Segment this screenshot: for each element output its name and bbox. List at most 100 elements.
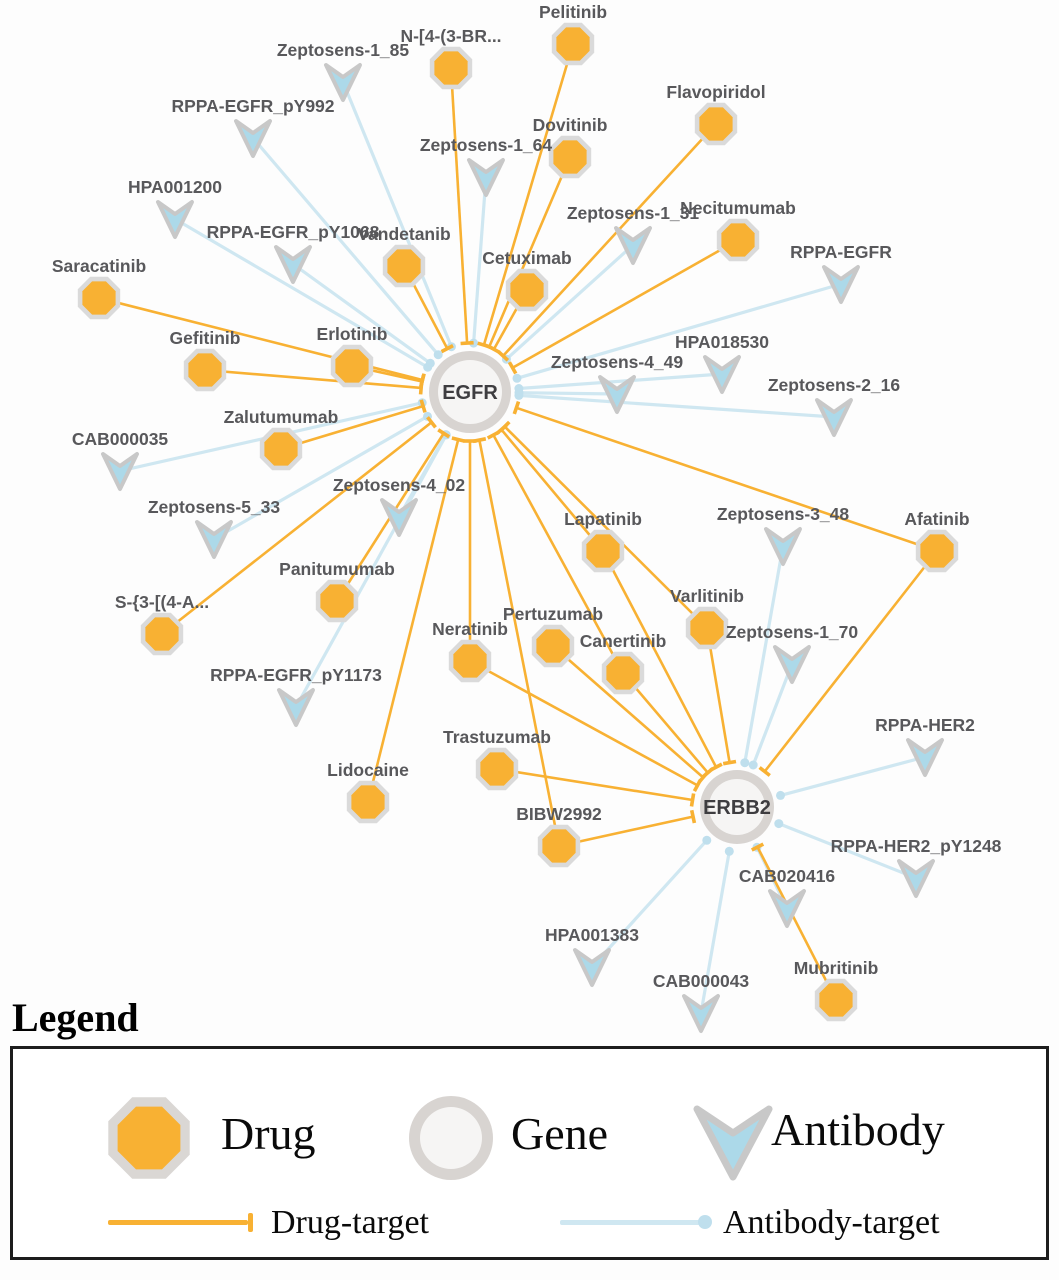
legend-label-gene: Gene <box>511 1108 609 1159</box>
antibody-node-RPPA-EGFR_pY992 <box>234 119 272 158</box>
node-label-Zeptosens-5_33: Zeptosens-5_33 <box>148 497 281 517</box>
antibody-node-Zeptosens-4_02 <box>380 498 418 537</box>
edge-antibody-target <box>174 217 429 369</box>
edge-antibody-target <box>778 822 917 880</box>
edge-drug-target <box>280 404 424 451</box>
legend-label-antibody-target: Antibody-target <box>723 1204 940 1241</box>
drug-node-Afatinib <box>915 529 959 573</box>
antibody-node-CAB000043 <box>682 994 720 1033</box>
drug-node-Flavopiridol <box>694 102 738 146</box>
circle-arrowhead <box>425 358 435 368</box>
node-label-S3A: S-{3-[(4-A... <box>115 592 209 612</box>
edge-drug-target <box>601 550 718 768</box>
antibody-node-RPPA-EGFR_pY1068 <box>274 245 312 284</box>
node-label-EGFR: EGFR <box>442 382 498 404</box>
tee-arrowhead <box>426 416 437 429</box>
antibody-node-Zeptosens-1_31 <box>614 226 652 265</box>
edge-drug-target <box>705 627 731 763</box>
antibody-node-Zeptosens-3_48 <box>764 527 802 566</box>
edge-drug-target <box>503 425 708 629</box>
edge-antibody-target <box>505 243 635 361</box>
circle-arrowhead <box>776 790 785 800</box>
edge-drug-target <box>449 67 469 344</box>
node-label-CAB020416: CAB020416 <box>739 866 836 886</box>
tee-arrowhead <box>487 344 501 354</box>
node-label-Lidocaine: Lidocaine <box>327 760 409 780</box>
edge-drug-target <box>502 123 717 357</box>
tee-arrowhead <box>437 428 451 439</box>
antibody-node-CAB020416 <box>768 889 806 928</box>
edge-drug-target <box>756 846 838 1001</box>
tee-arrowhead <box>512 401 521 415</box>
edge-antibody-target <box>341 81 453 348</box>
edge-antibody-target <box>518 372 723 391</box>
node-label-Zeptosens-1_70: Zeptosens-1_70 <box>726 622 859 642</box>
node-label-NBR: N-[4-(3-BR... <box>400 26 501 46</box>
node-label-Zalutumumab: Zalutumumab <box>224 407 339 427</box>
drug-node-Varlitinib <box>685 606 729 650</box>
edge-drug-target <box>496 767 693 802</box>
drug-node-Mubritinib <box>814 978 858 1022</box>
circle-arrowhead <box>748 760 758 770</box>
tee-arrowhead <box>472 437 487 444</box>
drug-target-line <box>108 1220 248 1225</box>
node-label-Saracatinib: Saracatinib <box>52 256 146 276</box>
antibody-node-RPPA-HER2 <box>906 738 944 777</box>
tee-arrowhead <box>486 430 500 440</box>
drug-node-Erlotinib <box>330 344 374 388</box>
edge-drug-target <box>478 439 561 847</box>
tee-arrowhead <box>722 759 737 766</box>
node-label-Necitumumab: Necitumumab <box>680 198 796 218</box>
node-label-Dovitinib: Dovitinib <box>533 115 608 135</box>
node-label-Zeptosens-1_64: Zeptosens-1_64 <box>420 135 553 155</box>
tee-arrowhead <box>418 381 424 395</box>
tee-arrowhead <box>750 842 765 852</box>
drug-node-Pelitinib <box>551 22 595 66</box>
drug-node-Dovitinib <box>548 135 592 179</box>
node-label-Zeptosens-1_31: Zeptosens-1_31 <box>567 203 700 223</box>
antibody-node-Zeptosens-2_16 <box>815 398 853 437</box>
edge-drug-target <box>511 238 739 369</box>
antibody-node-Zeptosens-4_49 <box>598 375 636 414</box>
node-label-Canertinib: Canertinib <box>580 631 667 651</box>
edge-antibody-target <box>699 851 731 1014</box>
node-label-Zeptosens-4_02: Zeptosens-4_02 <box>333 475 466 495</box>
edge-drug-target <box>492 434 625 674</box>
circle-arrowhead <box>433 350 443 360</box>
edge-antibody-target <box>751 663 794 766</box>
antibody-node-Zeptosens-1_85 <box>324 63 362 102</box>
tee-arrowhead <box>697 771 709 784</box>
antibody-node-HPA001383 <box>573 948 611 987</box>
edge-antibody-target <box>472 176 488 344</box>
node-label-Varlitinib: Varlitinib <box>670 586 744 606</box>
node-label-Vandetanib: Vandetanib <box>357 224 450 244</box>
node-label-Mubritinib: Mubritinib <box>794 958 879 978</box>
gene-circle-icon <box>409 1096 493 1180</box>
edge-drug-target <box>552 645 704 779</box>
drug-node-Necitumumab <box>716 218 760 262</box>
antibody-node-RPPA-EGFR <box>822 265 860 304</box>
gene-node-ERBB2 <box>700 770 774 844</box>
antibody-node-RPPA-HER2_pY1248 <box>897 859 935 898</box>
edge-drug-target <box>515 406 938 553</box>
node-label-Zeptosens-3_48: Zeptosens-3_48 <box>717 504 850 524</box>
circle-arrowhead <box>514 390 524 400</box>
edge-antibody-target <box>743 545 785 763</box>
node-label-Pelitinib: Pelitinib <box>539 2 607 22</box>
tee-arrowhead-icon <box>248 1213 253 1232</box>
edge-drug-target <box>366 439 460 803</box>
drug-node-Zalutumumab <box>259 427 303 471</box>
antibody-node-RPPA-EGFR_pY1173 <box>277 688 315 727</box>
antibody-chevron-icon <box>693 1105 773 1181</box>
node-label-RPPA-HER2_pY1248: RPPA-HER2_pY1248 <box>831 836 1002 856</box>
gene-node-EGFR <box>429 351 511 433</box>
node-label-Gefitinib: Gefitinib <box>170 328 241 348</box>
node-label-RPPA-HER2: RPPA-HER2 <box>875 715 975 735</box>
drug-node-Trastuzumab <box>475 747 519 791</box>
drug-node-BIBW2992 <box>537 824 581 868</box>
node-label-Zeptosens-2_16: Zeptosens-2_16 <box>768 375 901 395</box>
tee-arrowhead <box>451 436 465 443</box>
legend-label-drug-target: Drug-target <box>271 1204 429 1241</box>
tee-arrowhead <box>689 793 696 807</box>
